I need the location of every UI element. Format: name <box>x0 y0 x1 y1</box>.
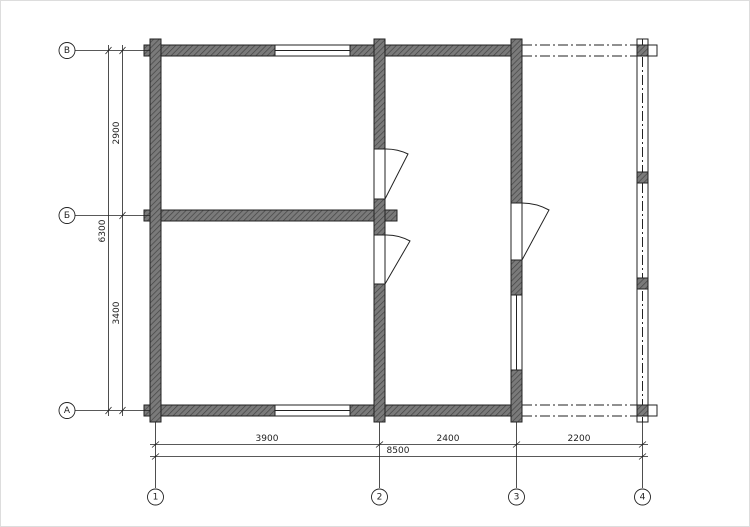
door-swing-3 <box>521 202 550 261</box>
axis-label-row-1: В <box>64 46 70 56</box>
axis-bubble-col-2 <box>371 488 388 506</box>
dim-vertical-2: 3400 <box>112 301 122 324</box>
axis-lines <box>75 50 643 488</box>
dim-vertical-1: 2900 <box>112 121 122 144</box>
post-bottom <box>636 404 649 417</box>
door-swing-1 <box>384 148 409 200</box>
dim-horizontal-3: 2200 <box>568 434 591 444</box>
post-top <box>636 44 649 57</box>
wall-left <box>149 38 162 423</box>
dimension-lines <box>105 45 648 460</box>
axis-bubble-row-2 <box>58 207 76 224</box>
axis-label-col-4: 4 <box>640 493 646 503</box>
post-mid-lower <box>636 277 649 290</box>
axis-label-row-2: Б <box>64 211 70 221</box>
door-leaf-1 <box>373 148 386 200</box>
axis-bubble-row-3 <box>58 402 76 419</box>
axis-bubble-col-4 <box>634 488 651 506</box>
wall-axis2-mid <box>373 198 386 236</box>
wall-axis3-upper <box>510 38 523 204</box>
axis-label-col-3: 3 <box>514 493 520 503</box>
terrace <box>522 44 637 417</box>
dim-horizontal-total: 8500 <box>387 446 410 456</box>
doors <box>373 148 550 285</box>
dim-horizontal-1: 3900 <box>256 434 279 444</box>
axis-label-col-2: 2 <box>377 493 383 503</box>
axis-bubble-col-3 <box>508 488 525 506</box>
wall-bottom-left <box>143 404 276 417</box>
wall-middle <box>143 209 398 222</box>
walls <box>143 38 523 423</box>
axis-bubble-col-1 <box>147 488 164 506</box>
axis-label-col-1: 1 <box>153 493 159 503</box>
door-leaf-3 <box>510 202 523 261</box>
axis-bubble-row-1 <box>58 42 76 59</box>
door-swing-2 <box>384 234 411 285</box>
windows <box>274 44 523 417</box>
wall-axis3-mid <box>510 259 523 296</box>
wall-axis2-lower <box>373 283 386 423</box>
door-leaf-2 <box>373 234 386 285</box>
wall-axis3-lower <box>510 369 523 423</box>
wall-axis2-upper <box>373 38 386 150</box>
terrace-column <box>636 38 658 423</box>
axis-bubbles <box>58 42 651 506</box>
wall-top-left <box>143 44 276 57</box>
axis-label-row-3: А <box>64 406 71 416</box>
post-mid-upper <box>636 171 649 184</box>
dim-horizontal-2: 2400 <box>437 434 460 444</box>
dim-vertical-total: 6300 <box>98 219 108 242</box>
